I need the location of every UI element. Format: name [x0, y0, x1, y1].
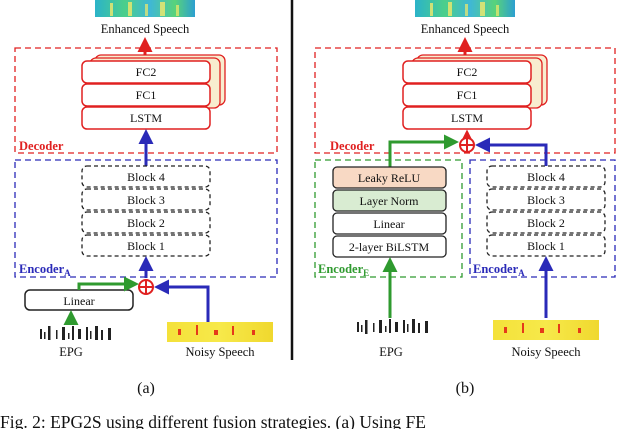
fc2-block-b	[402, 60, 532, 84]
fc2-label-a: FC2	[136, 65, 157, 79]
block2-label-b: Block 2	[527, 216, 565, 230]
noisy-spectrogram-a	[167, 322, 273, 342]
block2-a	[81, 211, 211, 234]
noisy-speech-label-a: Noisy Speech	[185, 345, 255, 359]
figure-caption: Fig. 2: EPG2S using different fusion str…	[0, 412, 426, 429]
block1-label-b: Block 1	[527, 239, 565, 253]
fc1-label-b: FC1	[457, 88, 478, 102]
lstm-label-b: LSTM	[451, 111, 483, 125]
fc2-label-b: FC2	[457, 65, 478, 79]
block4-a	[81, 165, 211, 188]
block2-label-a: Block 2	[127, 216, 165, 230]
decoder-box-a	[14, 47, 278, 154]
bilstm-label: 2-layer BiLSTM	[349, 240, 430, 254]
epg-signal-b	[357, 319, 428, 334]
panel-a: Enhanced Speech Decoder FC2 FC1 LSTM Enc…	[14, 0, 278, 397]
encoder-e-box	[314, 159, 463, 278]
block4-label-a: Block 4	[127, 170, 165, 184]
panel-b: Enhanced Speech Decoder FC2 FC1 LSTM Enc…	[314, 0, 616, 397]
leaky-relu-label: Leaky ReLU	[358, 171, 421, 185]
noisy-speech-label-b: Noisy Speech	[511, 345, 581, 359]
block3-b	[486, 188, 606, 211]
encoder-e-label: EncoderE	[318, 262, 369, 278]
linear-block-b	[332, 212, 447, 235]
leaky-relu-block	[332, 166, 447, 189]
fc2-block-a	[81, 60, 211, 84]
enhanced-spectrogram-a	[95, 0, 195, 17]
linear-label-b: Linear	[373, 217, 404, 231]
caption-a: (a)	[137, 380, 155, 397]
lstm-block-b	[402, 106, 532, 130]
decoder-label-b: Decoder	[330, 139, 375, 153]
fc1-block-a	[81, 83, 211, 107]
block3-label-b: Block 3	[527, 193, 565, 207]
block2-b	[486, 211, 606, 234]
noisy-spectrogram-b	[493, 320, 599, 340]
block3-a	[81, 188, 211, 211]
block1-b	[486, 234, 606, 257]
encoder-a-label-a: EncoderA	[19, 262, 71, 278]
block4-b	[486, 165, 606, 188]
block4-label-b: Block 4	[527, 170, 565, 184]
lstm-label-a: LSTM	[130, 111, 162, 125]
layer-norm-label: Layer Norm	[360, 194, 420, 208]
caption-b: (b)	[456, 380, 475, 397]
decoder-box-b	[314, 47, 616, 154]
fusion-add-icon-b	[459, 137, 475, 153]
encoder-a-box-b	[469, 159, 616, 278]
epg-label-a: EPG	[59, 345, 83, 359]
layer-norm-block	[332, 189, 447, 212]
epg-signal-a	[40, 326, 111, 340]
encoder-a-label-b: EncoderA	[473, 262, 525, 278]
block1-label-a: Block 1	[127, 239, 165, 253]
linear-label-a: Linear	[63, 294, 94, 308]
fusion-add-icon-a	[138, 279, 154, 295]
block3-label-a: Block 3	[127, 193, 165, 207]
fc1-block-b	[402, 83, 532, 107]
enhanced-speech-label-a: Enhanced Speech	[101, 22, 190, 36]
decoder-label-a: Decoder	[19, 139, 64, 153]
enhanced-spectrogram-b	[415, 0, 515, 17]
epg-label-b: EPG	[379, 345, 403, 359]
enhanced-speech-label-b: Enhanced Speech	[421, 22, 510, 36]
fc1-label-a: FC1	[136, 88, 157, 102]
